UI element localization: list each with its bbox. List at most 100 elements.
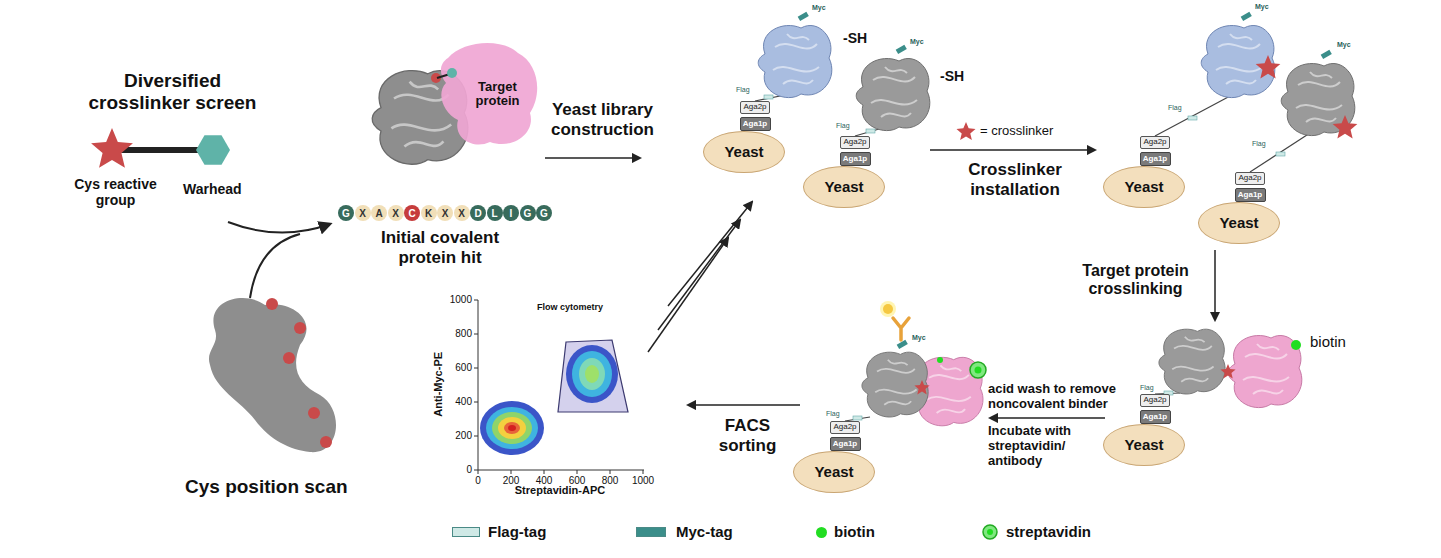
aga2p-box: Aga2p [1140,394,1170,407]
node-text: Yeast [814,464,853,481]
node-text: Aga2p [833,423,856,432]
label-text: acid wash to remove noncovalent binder [988,382,1130,412]
node-text: L [491,208,497,219]
label-text: FACS sorting [700,416,795,455]
node-text: K [425,208,432,219]
yeast-cell: Yeast [703,131,785,173]
sequence-bead: X [454,205,470,221]
label-text: Myc [910,38,930,46]
legend-swatch [816,527,827,538]
sequence-bead: G [338,205,354,221]
target-protein: Target protein [418,38,543,150]
label-text: Flag [1140,384,1160,392]
label-text: 400 [438,396,472,408]
label-text: 200 [496,475,526,487]
aga1p-box: Aga1p [1235,188,1266,202]
yeast-cell: Yeast [1103,166,1185,208]
label-text: Flow cytometry [520,302,620,312]
legend-text: streptavidin [1006,523,1091,541]
node-text: G [524,208,532,219]
label-text: biotin [1310,333,1370,350]
aga1p-box: Aga1p [1140,152,1171,166]
label-text: 0 [438,464,472,476]
node-text: D [474,208,481,219]
aga1p-box: Aga1p [840,152,871,166]
node-text: Yeast [824,179,863,196]
label-text: Flag [736,86,756,94]
label-text: = crosslinker [980,124,1090,139]
legend-text: biotin [834,523,875,541]
sequence-bead: X [437,205,453,221]
node-text: Aga2p [1143,396,1166,405]
label-text: Anti-Myc-PE [432,334,445,434]
node-text: Aga1p [1143,413,1167,422]
node-text: X [442,208,449,219]
label-text: 200 [438,430,472,442]
node-text: Aga1p [833,440,857,449]
label-text: Cys position scan [185,476,395,498]
label-text: Cys reactive group [58,176,173,208]
node-text: Yeast [1219,215,1258,232]
aga2p-box: Aga2p [1235,172,1265,185]
node-text: Yeast [1124,437,1163,454]
label-text: Crosslinker installation [940,160,1090,199]
label-text: Initial covalent protein hit [355,228,525,267]
label-text: Yeast library construction [535,100,670,139]
node-text: Aga2p [843,138,866,147]
node-text: G [342,208,350,219]
label-text: 600 [562,475,592,487]
label-text: 1000 [438,294,472,306]
aga2p-box: Aga2p [840,136,870,149]
label-text: Incubate with streptavidin/ antibody [988,424,1108,469]
label-text: 1000 [628,475,658,487]
sequence-bead: C [404,205,420,221]
aga1p-box: Aga1p [740,117,771,131]
sequence-bead: D [470,205,486,221]
node-text: C [408,208,415,219]
sequence-bead: K [421,205,437,221]
yeast-cell: Yeast [803,166,885,208]
sequence-bead: X [355,205,371,221]
label-text: Flag [1252,140,1272,148]
yeast-cell: Yeast [1198,202,1280,244]
sequence-bead: G [536,205,552,221]
label-text: Target protein crosslinking [1068,262,1203,299]
legend-text: Myc-tag [676,523,733,541]
label-text: 800 [438,328,472,340]
label-text: Flag [836,122,856,130]
node-text: X [392,208,399,219]
label-text: -SH [843,30,883,46]
label-text: Myc [912,334,932,342]
node-text: Yeast [1124,179,1163,196]
node-text: Yeast [724,144,763,161]
label-text: 0 [463,475,493,487]
node-text: Aga2p [1238,174,1261,183]
aga2p-box: Aga2p [740,101,770,114]
node-text: X [458,208,465,219]
label-text: Flag [1168,104,1188,112]
sequence-bead: L [487,205,503,221]
label-text: Myc [1337,41,1357,49]
legend-swatch [636,527,666,537]
legend-text: Flag-tag [488,523,546,541]
label-text: -SH [940,68,980,84]
aga1p-box: Aga1p [1140,410,1171,424]
node-text: A [375,208,382,219]
aga2p-box: Aga2p [830,421,860,434]
node-text: X [359,208,366,219]
node-text: Target protein [467,80,529,109]
node-text: Aga1p [1143,155,1167,164]
aga2p-box: Aga2p [1140,136,1170,149]
node-text: Aga1p [743,120,767,129]
label-text: Flag [826,410,846,418]
sequence-bead: I [503,205,519,221]
label-text: 800 [595,475,625,487]
sequence-bead: A [371,205,387,221]
aga1p-box: Aga1p [830,437,861,451]
label-text: Warhead [183,181,263,197]
label-text: 600 [438,362,472,374]
node-text: G [540,208,548,219]
yeast-cell: Yeast [1103,424,1185,466]
node-text: Aga1p [1238,191,1262,200]
